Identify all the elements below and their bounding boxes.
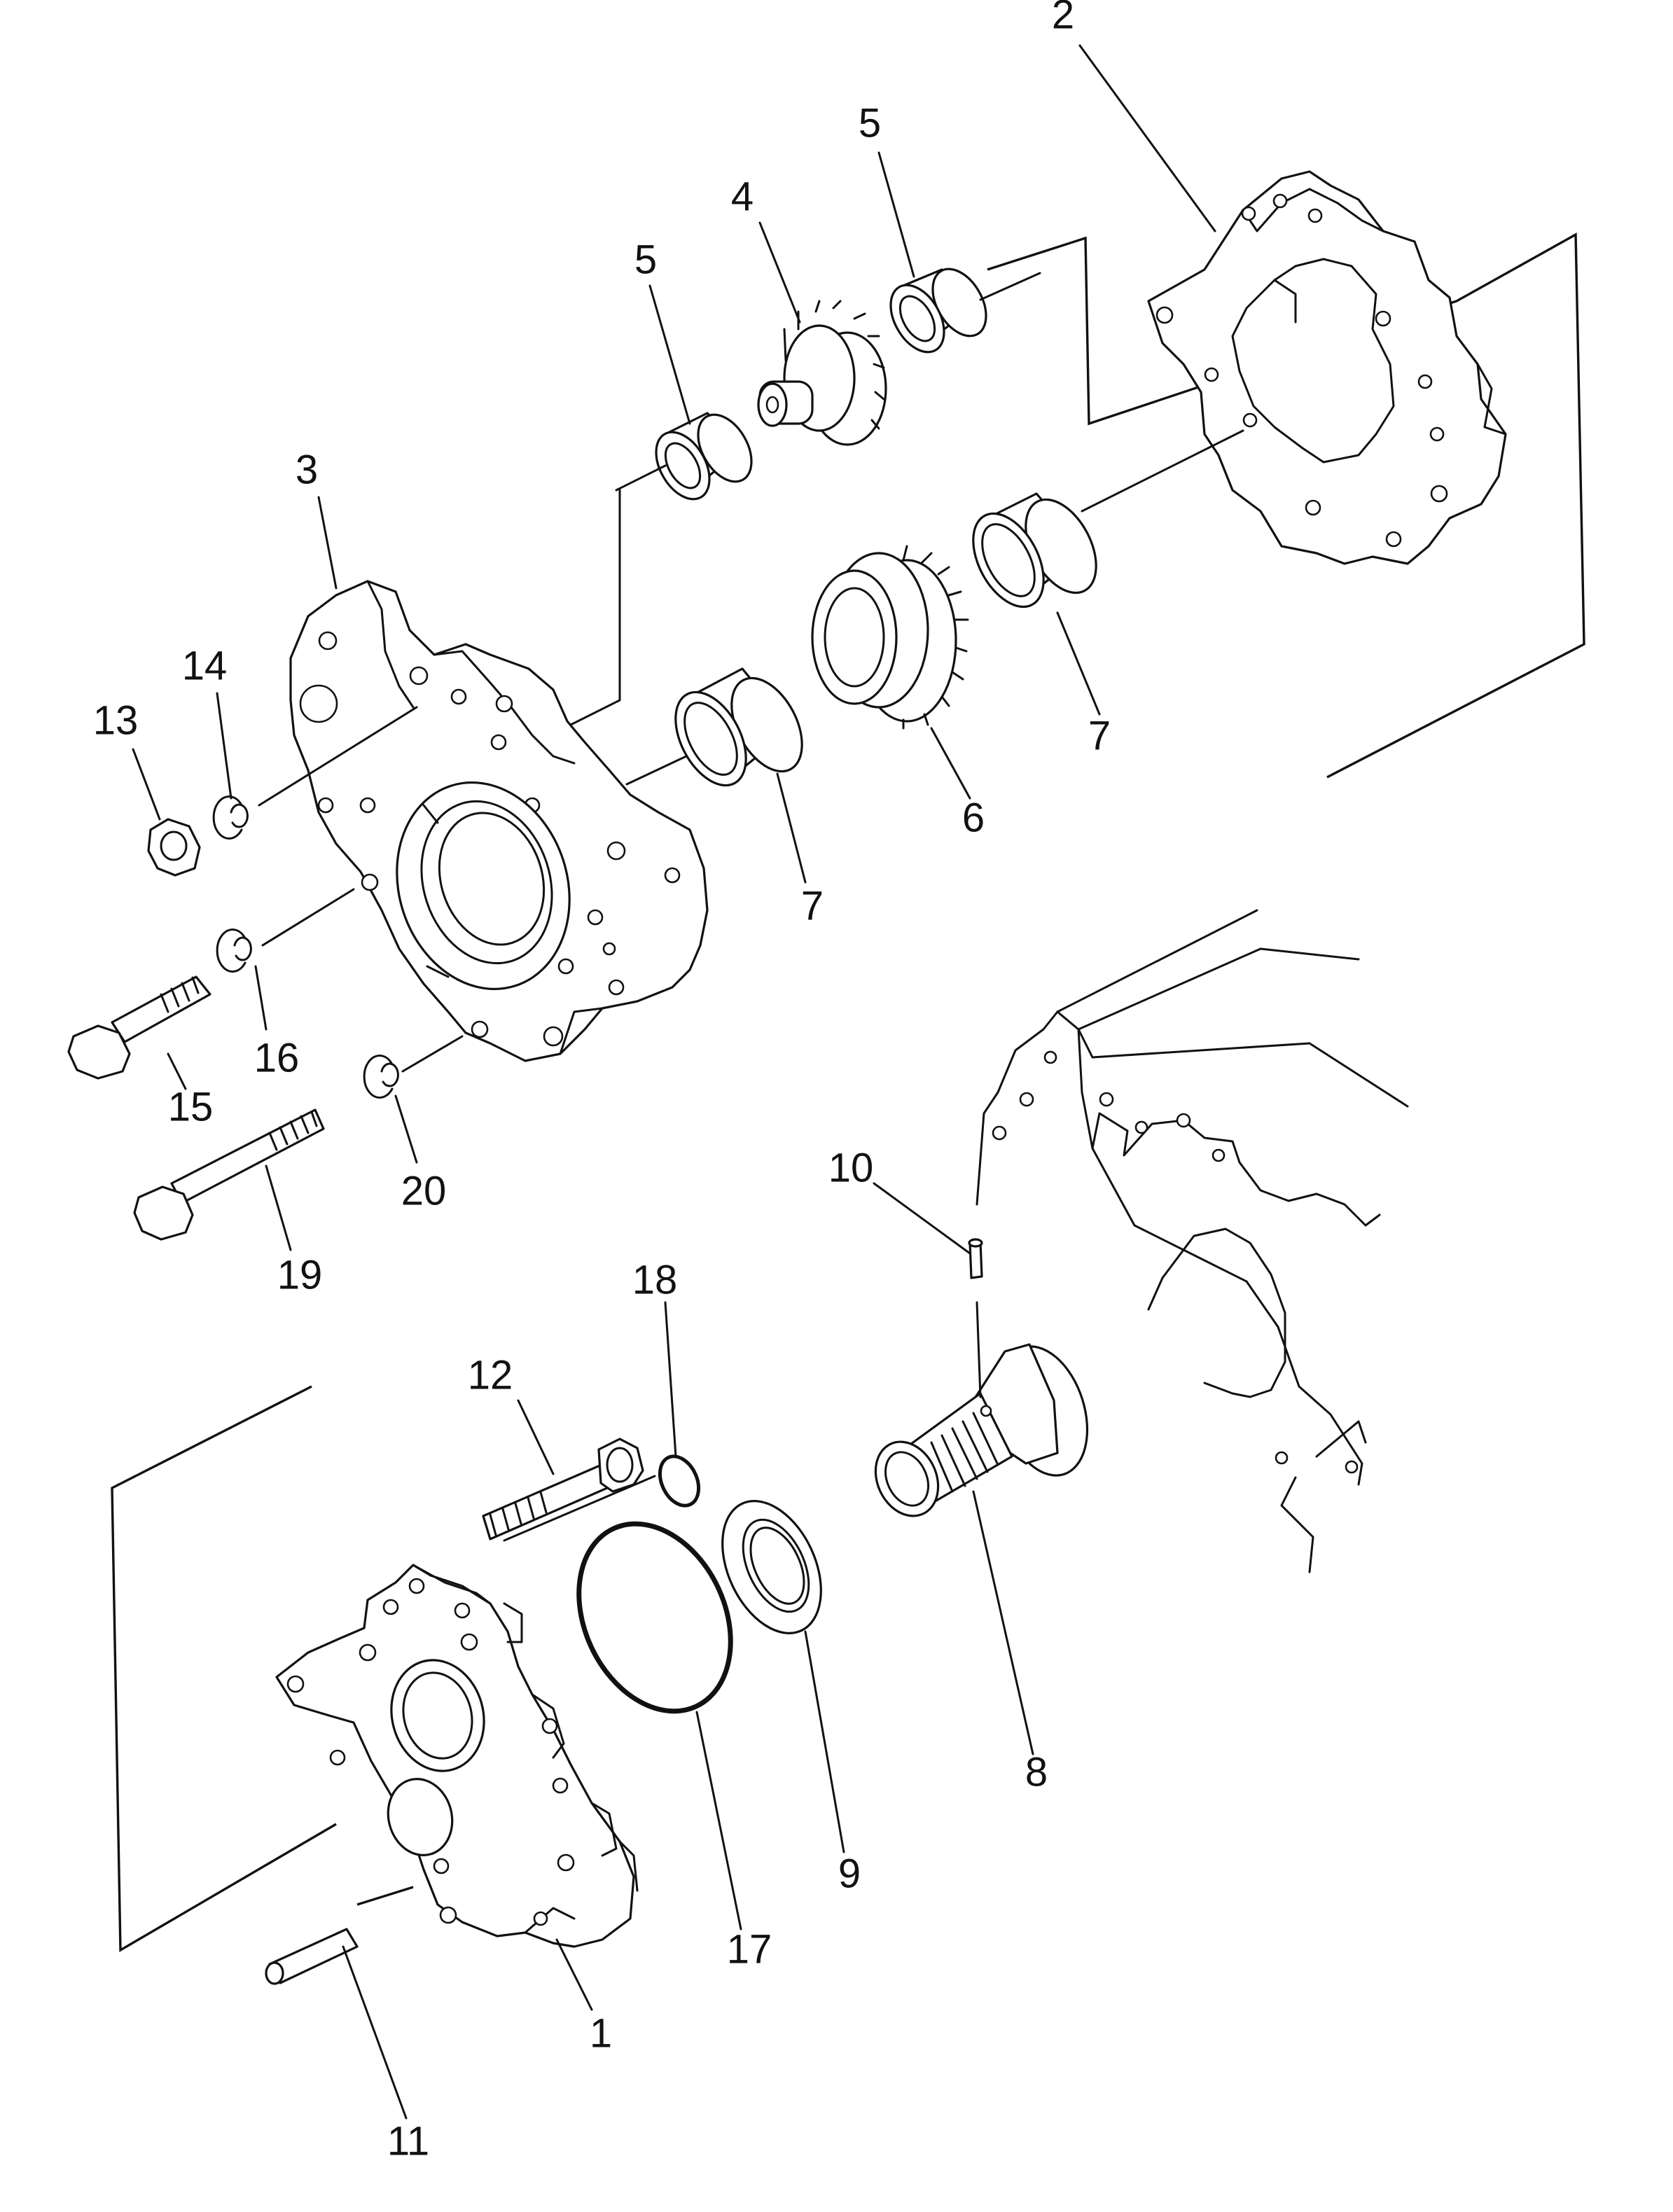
callout-4: 4 (731, 174, 754, 219)
part-7-roller-bearing-left (674, 667, 803, 787)
callout-20: 20 (401, 1168, 447, 1213)
callout-1: 1 (590, 2010, 612, 2056)
leader-lines (132, 44, 1244, 2120)
part-5-needle-bearing-left (655, 412, 753, 501)
callout-2: 2 (1052, 0, 1074, 37)
part-18-small-o-ring (658, 1454, 701, 1508)
part-15-bolt (67, 975, 211, 1080)
callout-10: 10 (828, 1145, 874, 1190)
callout-7b: 7 (1088, 713, 1111, 758)
callout-16: 16 (254, 1035, 300, 1080)
callout-5a: 5 (634, 237, 657, 282)
part-8-spline-shaft (874, 1343, 1089, 1517)
callout-5b: 5 (859, 100, 881, 146)
callout-17: 17 (727, 1926, 772, 1972)
part-12-bolt (482, 1438, 644, 1540)
part-2-pump-plate (1147, 170, 1507, 565)
callout-18: 18 (632, 1257, 678, 1302)
part-19-bolt (133, 1108, 325, 1241)
part-7-roller-bearing-right (972, 492, 1097, 608)
part-17-o-ring (576, 1521, 733, 1714)
callout-6: 6 (962, 795, 985, 840)
part-13-nut (147, 818, 201, 877)
callout-13: 13 (93, 697, 139, 743)
part-20-washer (363, 1055, 399, 1099)
callout-11: 11 (387, 2118, 429, 2164)
part-5-needle-bearing-right (889, 267, 987, 354)
callout-15: 15 (168, 1084, 214, 1129)
assembly-bracket-lines (111, 232, 1585, 1952)
callout-7a: 7 (801, 883, 824, 928)
part-3-pump-body (289, 580, 709, 1062)
callout-14: 14 (182, 643, 228, 688)
part-4-small-gear (757, 300, 887, 446)
part-11-dowel-pin (265, 1928, 359, 1985)
callout-12: 12 (468, 1352, 513, 1398)
part-16-washer (216, 928, 252, 973)
callout-9: 9 (838, 1851, 861, 1896)
callout-8: 8 (1025, 1749, 1048, 1795)
part-9-oil-seal (721, 1500, 822, 1634)
callout-labels: 1 2 3 4 5 5 6 7 7 8 9 10 11 12 13 14 15 … (93, 0, 1111, 2164)
part-10-pin (968, 1238, 983, 1279)
part-6-large-gear (811, 545, 969, 730)
part-1-pump-cover (275, 1564, 639, 1948)
part-14-washer (212, 795, 249, 840)
callout-3: 3 (296, 447, 318, 492)
callout-19: 19 (277, 1252, 323, 1298)
transmission-case-background (976, 909, 1409, 1573)
